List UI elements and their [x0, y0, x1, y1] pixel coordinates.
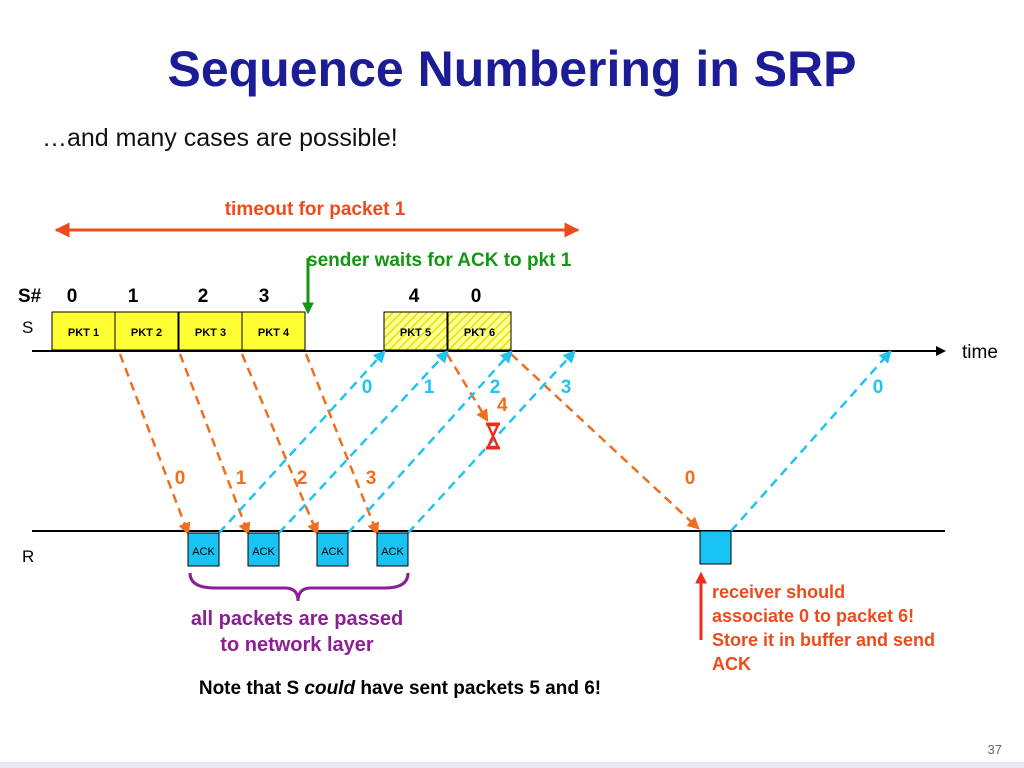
- ack-label: ACK: [252, 546, 275, 558]
- data-seq-label: 3: [366, 468, 377, 489]
- packet-label: PKT 2: [131, 327, 162, 339]
- ack-box: ACK: [376, 532, 409, 567]
- lost-packet-seq: 4: [497, 395, 508, 416]
- ack-arrow: [218, 350, 386, 534]
- ack-seq-label: 2: [490, 377, 501, 398]
- passed-brace: [188, 572, 410, 602]
- time-label: time: [962, 342, 998, 363]
- ack-seq-label: 1: [424, 377, 435, 398]
- bottom-note-prefix: Note that S: [199, 678, 305, 699]
- seq-number: 1: [128, 286, 139, 307]
- seq-header: S#: [18, 286, 42, 307]
- slide-subtitle: …and many cases are possible!: [42, 124, 398, 152]
- seq-number: 2: [198, 286, 209, 307]
- bottom-note-italic: could: [304, 678, 355, 699]
- data-seq-label: 2: [297, 468, 308, 489]
- packet-label: PKT 1: [68, 327, 99, 339]
- bottom-note-suffix: have sent packets 5 and 6!: [355, 678, 601, 699]
- packet-box: PKT 5: [383, 311, 448, 351]
- packet-label: PKT 6: [464, 327, 495, 339]
- page-number: 37: [987, 742, 1002, 757]
- ack-label: ACK: [321, 546, 344, 558]
- data-seq-label: 0: [685, 468, 696, 489]
- receiver-note-line: Store it in buffer and send: [712, 630, 935, 650]
- ack-seq-label: 0: [362, 377, 373, 398]
- receiver-note: receiver should associate 0 to packet 6! S…: [712, 582, 935, 674]
- ack-arrow: [347, 350, 513, 534]
- packet-box: PKT 3: [178, 311, 243, 351]
- hourglass-icon: [486, 422, 500, 450]
- ack-label: ACK: [192, 546, 215, 558]
- ack-seq-label: 3: [561, 377, 572, 398]
- sender-axis-label: S: [22, 318, 33, 337]
- data-arrow: [240, 353, 319, 536]
- ack-label: ACK: [381, 546, 404, 558]
- receiver-axis-label: R: [22, 547, 34, 566]
- seq-number: 4: [409, 286, 420, 307]
- receiver-note-line: associate 0 to packet 6!: [712, 606, 914, 626]
- sender-seq-numbers: 0 1 2 3 4 0: [67, 286, 482, 307]
- packet-box: PKT 6: [447, 311, 512, 351]
- packet-label: PKT 3: [195, 327, 226, 339]
- receiver-note-line: ACK: [712, 654, 751, 674]
- slide-title: Sequence Numbering in SRP: [167, 41, 857, 97]
- data-seq-label: 0: [175, 468, 186, 489]
- receiver-buffer-box: [699, 530, 732, 565]
- seq-number: 3: [259, 286, 270, 307]
- lost-data-arrow: [445, 353, 489, 423]
- packet-box: PKT 2: [114, 311, 179, 351]
- packet-box: PKT 1: [51, 311, 116, 351]
- ack-seq-labels: 0 1 2 3 0: [362, 377, 884, 398]
- ack-box: ACK: [187, 532, 220, 567]
- packet-box: PKT 4: [241, 311, 306, 351]
- ack-transmissions: [218, 350, 892, 534]
- data-arrow: [304, 353, 380, 536]
- sender-packets: PKT 1 PKT 2 PKT 3 PKT 4 PKT 5 PKT 6: [51, 311, 512, 351]
- data-arrow: [118, 353, 191, 536]
- packet-label: PKT 5: [400, 327, 431, 339]
- data-seq-label: 1: [236, 468, 247, 489]
- ack-arrow: [278, 350, 449, 534]
- ack-box: ACK: [247, 532, 280, 567]
- data-transmissions: [118, 353, 700, 536]
- timeout-label: timeout for packet 1: [225, 199, 406, 220]
- receiver-acks: ACK ACK ACK ACK: [187, 532, 409, 567]
- footer-bar: [0, 762, 1024, 768]
- passed-label-line1: all packets are passed: [191, 608, 403, 630]
- data-seq-labels: 0 1 2 3 0: [175, 468, 696, 489]
- data-arrow: [178, 353, 251, 536]
- bottom-note: Note that S could have sent packets 5 an…: [199, 678, 601, 699]
- ack-box: ACK: [316, 532, 349, 567]
- receiver-note-line: receiver should: [712, 582, 845, 602]
- packet-label: PKT 4: [258, 327, 290, 339]
- sender-waits-label: sender waits for ACK to pkt 1: [307, 250, 572, 271]
- data-arrow: [510, 353, 700, 530]
- ack-arrow: [730, 350, 892, 532]
- seq-number: 0: [471, 286, 482, 307]
- seq-number: 0: [67, 286, 78, 307]
- passed-label-line2: to network layer: [220, 634, 374, 656]
- ack-seq-label: 0: [873, 377, 884, 398]
